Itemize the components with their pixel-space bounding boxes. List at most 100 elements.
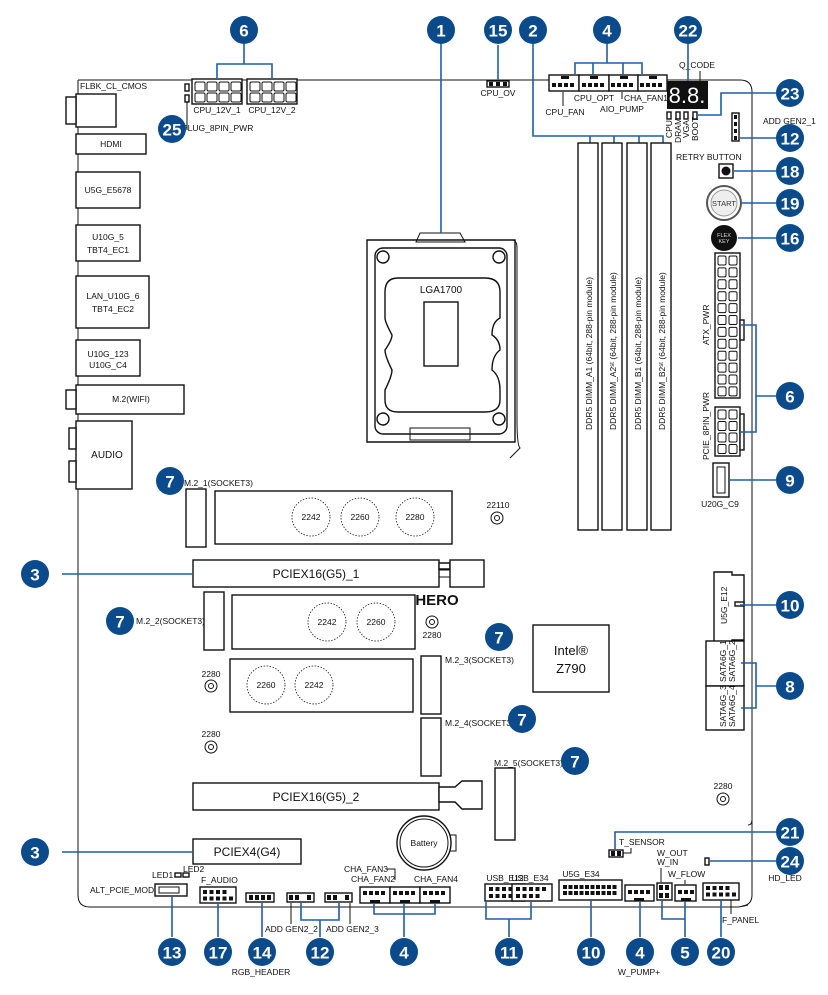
pcie-8pin-power-connector[interactable]: [714, 406, 745, 457]
dimm-slot-3[interactable]: DDR5 DIMM_B1 (64bit, 288-pin module): [626, 142, 648, 531]
start-button[interactable]: START: [706, 185, 742, 221]
m2-size-label: 2242: [302, 512, 321, 522]
add-gen2-3-label: ADD GEN2_3: [326, 924, 379, 934]
callout-badge-2: 2: [519, 16, 547, 44]
callout-number: 23: [781, 85, 800, 104]
callout-number: 4: [635, 944, 645, 963]
usb-e12-label: USB_E12: [486, 873, 524, 883]
u5g-e34-label: U5G_E34: [562, 869, 600, 879]
callout-badge-7: 7: [508, 705, 536, 733]
cha-fan3-label: CHA_FAN3: [344, 864, 388, 874]
cpu-fan-header[interactable]: [548, 74, 580, 92]
w-pump-plus-header[interactable]: [624, 884, 655, 902]
cpu-12v-2-connector[interactable]: [246, 78, 298, 105]
front-audio-header[interactable]: [199, 886, 237, 904]
w-in-w-out-header[interactable]: [656, 882, 673, 901]
cpu-opt-label: CPU_OPT: [574, 93, 614, 103]
aio-pump-header[interactable]: [608, 74, 639, 92]
q-led-vga-label: VGA: [681, 120, 691, 138]
m2-size-mark: [395, 497, 435, 537]
usb-u20g-c9-header[interactable]: [712, 462, 730, 498]
callout-number: 15: [489, 22, 508, 41]
lan-u10g6-tbt4-ec2-port[interactable]: [75, 275, 150, 329]
front-panel-header[interactable]: [702, 882, 740, 901]
cha-fan4-header[interactable]: [419, 886, 451, 904]
callout-badge-10: 10: [577, 938, 605, 966]
usb-u5g-e34-header[interactable]: [558, 879, 623, 901]
callout-badge-4: 4: [390, 938, 418, 966]
u5g-e12-label: U5G_E12: [719, 586, 729, 624]
q-led-dram-label: DRAM: [673, 118, 683, 143]
plug-8pin-pwr-label: PLUG_8PIN_PWR: [182, 123, 253, 133]
callout-number: 22: [679, 22, 698, 41]
cpu-12v-1-connector[interactable]: [191, 78, 243, 105]
w-flow-header[interactable]: [674, 884, 697, 902]
atx-power-connector[interactable]: [714, 252, 745, 399]
f-panel-label: F_PANEL: [722, 915, 759, 925]
m2-4-slot[interactable]: [420, 717, 442, 777]
m2-2-label: M.2_2(SOCKET3): [136, 616, 205, 626]
lan-u10g6-label: LAN_U10G_6: [87, 291, 140, 301]
usb-u10g123-c4-port[interactable]: [75, 339, 141, 377]
alt-pcie-mode-switch[interactable]: [154, 883, 188, 897]
cmos-battery: Battery: [396, 815, 457, 871]
sata-ports-1-2[interactable]: [705, 640, 745, 687]
pcie-x16-g5-1-slot[interactable]: [192, 559, 485, 588]
callout-badge-10: 10: [776, 591, 804, 619]
dimm-slot-2[interactable]: DDR5 DIMM_A2ˢᵗ (64bit, 288-pin module): [601, 142, 623, 531]
m2-size-mark: [340, 497, 380, 537]
dimm-slot-1[interactable]: DDR5 DIMM_A1 (64bit, 288-pin module): [577, 142, 599, 531]
dimm-slot-4[interactable]: DDR5 DIMM_B2ˢᵗ (64bit, 288-pin module): [650, 142, 672, 531]
cha-fan1-header[interactable]: [637, 74, 668, 92]
callout-badge-22: 22: [674, 16, 702, 44]
m2-size-mark: [294, 665, 334, 705]
add-gen2-1-header[interactable]: [731, 112, 740, 142]
callout-number: 9: [785, 472, 794, 491]
callout-badge-24: 24: [776, 847, 804, 875]
rgb-header[interactable]: [245, 892, 275, 903]
sata-ports-3-4[interactable]: [705, 685, 745, 731]
m2-wifi-port[interactable]: [75, 384, 185, 415]
m2-size-mark: [246, 665, 286, 705]
m2-3-label: M.2_3(SOCKET3): [445, 655, 514, 665]
callout-number: 8: [785, 678, 794, 697]
callout-badge-4: 4: [626, 938, 654, 966]
callout-number: 13: [163, 944, 182, 963]
usb-u10g5-tbt4-ec1-port[interactable]: [75, 224, 141, 262]
pcie-x16-g5-2-slot[interactable]: [192, 780, 483, 811]
hdmi-port[interactable]: [75, 133, 147, 155]
sata6g-1-label: SATA6G_1: [718, 640, 728, 682]
callout-number: 2: [528, 22, 537, 41]
led1-label: LED1: [152, 870, 174, 880]
callout-badge-15: 15: [484, 16, 512, 44]
add-gen2-1-label: ADD GEN2_1: [763, 116, 816, 126]
w-pump-plus-label: W_PUMP+: [618, 967, 660, 977]
flbk-cl-cmos-port[interactable]: [75, 93, 117, 128]
u5g-e5678-label: U5G_E5678: [85, 185, 132, 195]
usb-u5g-e5678-port[interactable]: [75, 171, 141, 209]
callout-number: 24: [781, 853, 800, 872]
add-gen2-3-header[interactable]: [324, 892, 353, 903]
m2-size-mark: [356, 602, 396, 642]
cha-fan4-label: CHA_FAN4: [414, 874, 458, 884]
socket-label: LGA1700: [420, 285, 463, 296]
audio-port[interactable]: [75, 420, 133, 490]
callout-number: 17: [209, 944, 228, 963]
callout-number: 16: [781, 230, 800, 249]
dimm-label: DDR5 DIMM_B2ˢᵗ (64bit, 288-pin module): [657, 272, 667, 430]
cpu-opt-header[interactable]: [578, 74, 610, 92]
u10g-c4-label: U10G_C4: [89, 360, 127, 370]
flex-key-button[interactable]: FLEX KEY: [711, 225, 737, 251]
cha-fan2-header[interactable]: [359, 886, 391, 904]
m2-5-slot[interactable]: [494, 767, 516, 841]
led2-label: LED2: [183, 864, 205, 874]
callout-number: 1: [436, 22, 445, 41]
cha-fan3-header[interactable]: [389, 886, 421, 904]
callout-number: 20: [712, 944, 731, 963]
usb-e34-header[interactable]: [511, 883, 553, 902]
t-sensor-header[interactable]: [608, 849, 624, 858]
add-gen2-2-header[interactable]: [286, 892, 315, 903]
